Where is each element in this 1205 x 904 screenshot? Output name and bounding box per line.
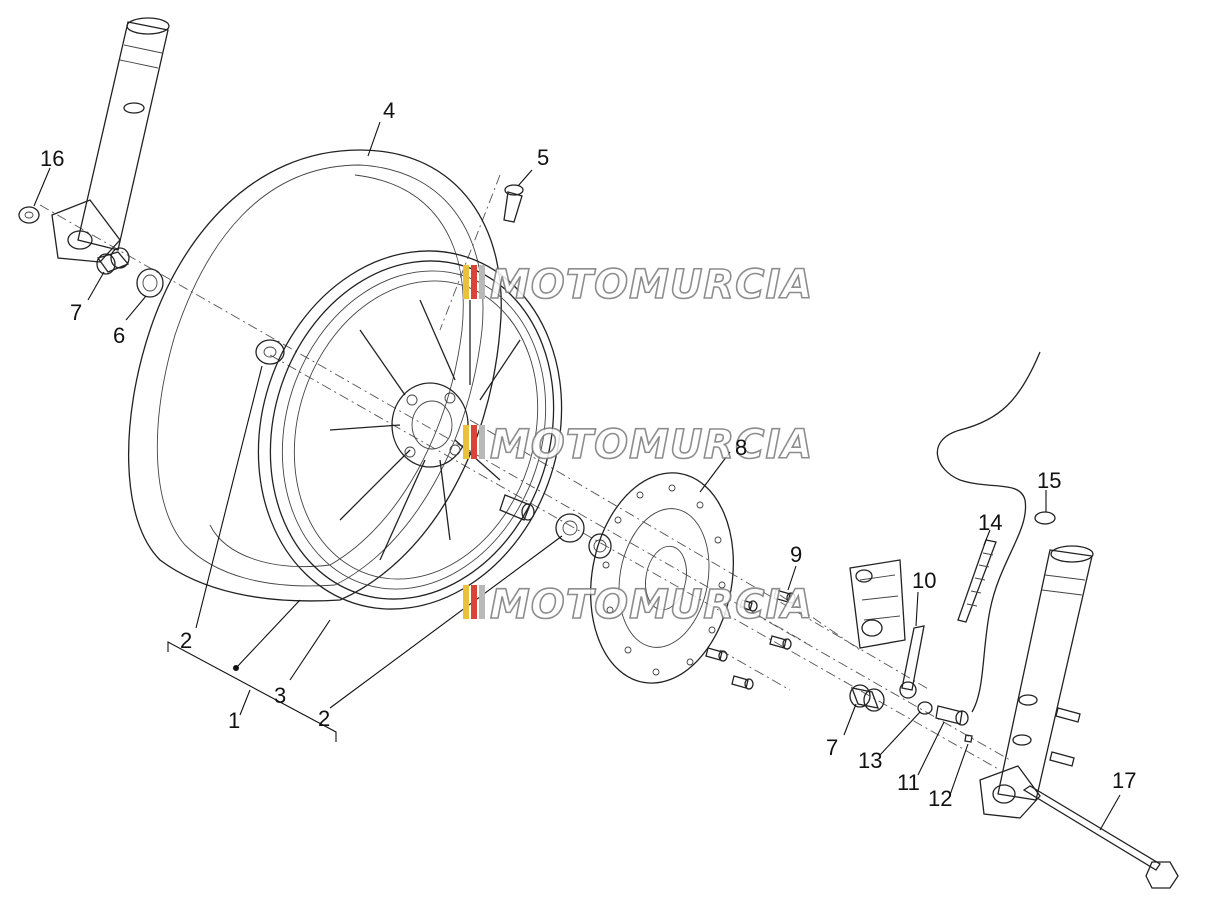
part-1-assembly-bracket (167, 641, 337, 742)
callout-9: 9 (790, 542, 802, 567)
callout-4: 4 (383, 98, 395, 123)
part-16-nut (18, 206, 40, 224)
part-13-washer (917, 701, 933, 715)
part-12-screw (964, 734, 973, 743)
part-5-valve (503, 184, 524, 223)
part-9-disc-bolts (705, 589, 796, 690)
callout-14: 14 (978, 510, 1002, 535)
callout-8: 8 (735, 435, 747, 460)
watermark-text-2: MOTOMURCIA (490, 422, 813, 468)
callout-13: 13 (858, 748, 882, 773)
callout-15: 15 (1037, 468, 1061, 493)
callout-6: 6 (113, 323, 125, 348)
callout-5: 5 (537, 145, 549, 170)
part-7-spacer-left (96, 247, 130, 275)
callout-1: 1 (228, 708, 240, 733)
part-11-sensor (935, 705, 969, 726)
caliper-bolts (1049, 707, 1081, 767)
watermark-text-3: MOTOMURCIA (490, 582, 813, 628)
left-fork-leg (51, 17, 170, 263)
callouts: 4 5 16 7 6 2 3 1 2 8 9 10 15 14 7 13 11 … (40, 98, 1136, 811)
callout-16: 16 (40, 146, 64, 171)
watermark-text-1: MOTOMURCIA (490, 262, 813, 308)
part-4-tyre (128, 149, 502, 602)
part-14-cable-clip (957, 539, 997, 623)
sensor-cable (936, 351, 1041, 713)
callout-11: 11 (897, 770, 920, 795)
part-2-bearing-left (255, 339, 285, 365)
watermark-1: MOTOMURCIA (463, 261, 813, 309)
callout-7-left: 7 (70, 300, 82, 325)
part-7-spacer-right (849, 684, 885, 712)
callout-17: 17 (1112, 768, 1136, 793)
part-15-clip (1034, 511, 1056, 525)
part-6-seal (136, 268, 164, 298)
callout-7-right: 7 (826, 735, 838, 760)
brake-caliper (849, 559, 906, 649)
callout-10: 10 (912, 568, 936, 593)
assembly-axes (39, 174, 1011, 771)
part-17-axle (1022, 785, 1179, 889)
part-8-brake-disc (589, 472, 735, 684)
callout-2-left: 2 (180, 628, 192, 653)
inner-spacer (499, 494, 535, 521)
watermark-2: MOTOMURCIA (463, 421, 813, 469)
callout-12: 12 (928, 786, 952, 811)
part-2-bearing-right (555, 513, 585, 543)
watermark-3: MOTOMURCIA (463, 581, 813, 629)
callout-3: 3 (274, 683, 286, 708)
right-fork-leg (979, 545, 1094, 819)
leader-lines (33, 121, 1121, 831)
callout-2-right: 2 (318, 706, 330, 731)
part-10-bracket (899, 625, 925, 699)
